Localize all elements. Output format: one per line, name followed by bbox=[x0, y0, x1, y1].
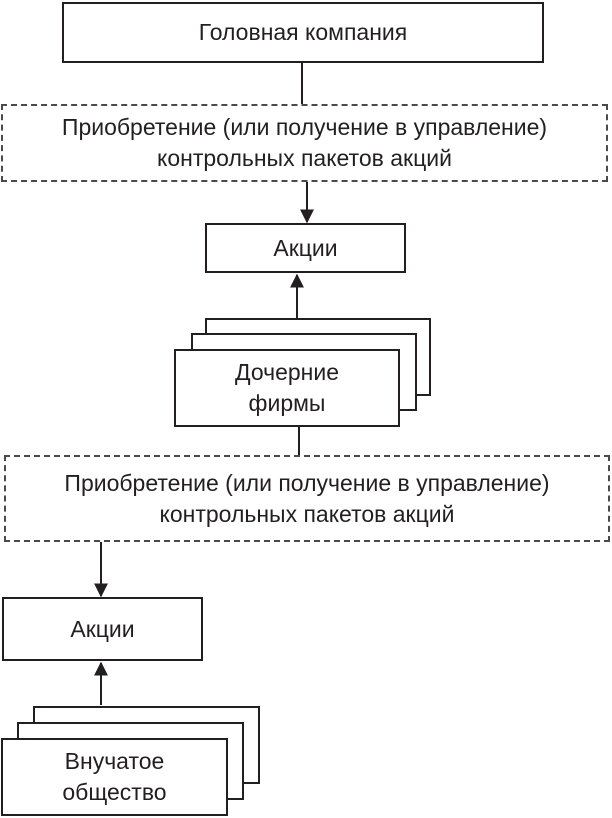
shares-2-label: Акции bbox=[70, 615, 135, 642]
subsidiaries-line2: фирмы bbox=[248, 390, 326, 416]
shares-1-label: Акции bbox=[273, 234, 338, 261]
acquisition-box-1: Приобретение (или получение в управление… bbox=[1, 104, 608, 182]
shares-box-2: Акции bbox=[2, 597, 203, 661]
acquisition-box-2: Приобретение (или получение в управление… bbox=[4, 455, 610, 542]
granddaughter-box: Внучатое общество bbox=[1, 738, 228, 816]
granddaughter-line1: Внучатое bbox=[64, 748, 165, 774]
acquisition-1-line2: контрольных пакетов акций bbox=[157, 145, 452, 171]
subsidiaries-line1: Дочерние bbox=[234, 359, 340, 385]
shares-box-1: Акции bbox=[205, 223, 406, 273]
head-company-box: Головная компания bbox=[62, 2, 544, 63]
acquisition-2-line1: Приобретение (или получение в управление… bbox=[64, 469, 550, 496]
acquisition-1-line1: Приобретение (или получение в управление… bbox=[61, 114, 548, 140]
acquisition-2-line2: контрольных пакетов акций bbox=[159, 500, 455, 527]
granddaughter-line2: общество bbox=[62, 779, 167, 805]
subsidiaries-box: Дочерние фирмы bbox=[174, 349, 400, 427]
head-company-label: Головная компания bbox=[198, 19, 408, 45]
